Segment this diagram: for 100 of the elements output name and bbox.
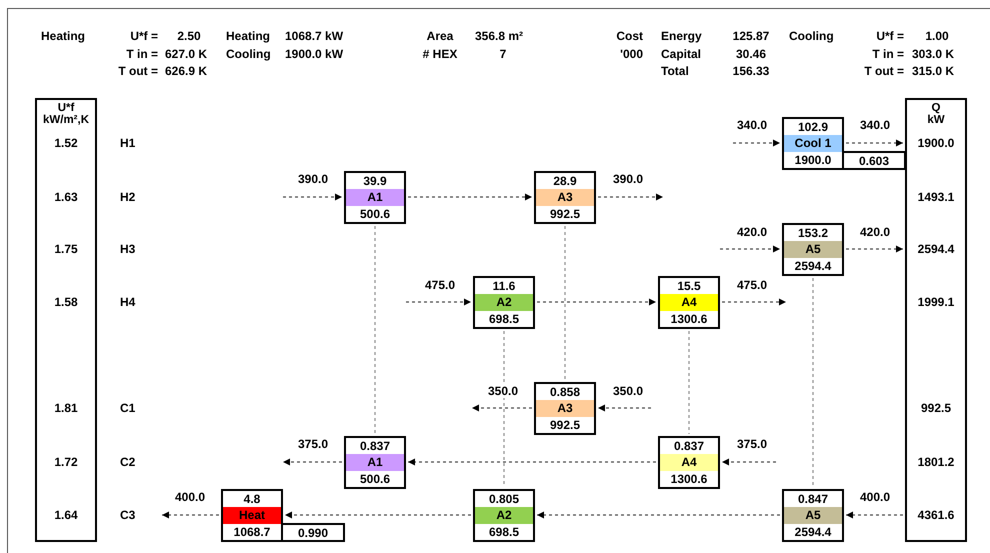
edge-label: 340.0 <box>858 118 892 132</box>
field-label: Area <box>426 29 454 43</box>
flow-arrow <box>722 298 786 306</box>
exchanger-label: Cool 1 <box>784 135 842 152</box>
area-value: 698.5 <box>488 310 520 327</box>
data-column <box>35 98 97 542</box>
duty-value: 102.9 <box>796 119 830 136</box>
field-value: 1.00 <box>925 29 949 43</box>
column-value: 2594.4 <box>918 242 954 256</box>
field-value: 627.0 K <box>165 47 208 61</box>
edge-label: 350.0 <box>612 384 644 398</box>
area-value: 1068.7 <box>232 524 272 540</box>
column-value: 1.72 <box>54 455 78 469</box>
field-label: # HEX <box>422 47 458 61</box>
column-value: 4361.6 <box>918 508 954 522</box>
stream-label: C1 <box>120 401 136 415</box>
flow-arrow <box>720 246 780 252</box>
edge-label: 390.0 <box>296 172 330 186</box>
column-value: 1801.2 <box>918 455 954 469</box>
flow-arrow <box>472 404 532 412</box>
match-line <box>374 226 376 434</box>
field-label: U*f = <box>876 29 904 43</box>
flow-arrow <box>162 512 220 518</box>
stream-label: H3 <box>120 242 136 256</box>
flow-arrow <box>846 140 904 146</box>
exchanger-label: A5 <box>784 241 842 258</box>
column-value: 1.64 <box>54 508 78 522</box>
stream-label: H1 <box>120 136 136 150</box>
duty-value: 4.8 <box>242 491 262 508</box>
column-value: 1493.1 <box>918 190 954 204</box>
flow-arrow <box>732 140 780 146</box>
duty-value: 0.847 <box>796 491 830 508</box>
field-label: Capital <box>661 47 702 61</box>
flow-arrow <box>282 194 342 200</box>
edge-label: 420.0 <box>858 225 892 239</box>
area-value: 1300.6 <box>670 310 708 327</box>
flow-arrow <box>846 512 904 518</box>
edge-label: 390.0 <box>612 172 644 186</box>
area-value: 1900.0 <box>794 152 832 168</box>
edge-label: 350.0 <box>486 384 520 398</box>
flow-arrow <box>846 246 904 252</box>
area-value: 698.5 <box>488 524 520 540</box>
exchanger-label: A3 <box>536 400 594 417</box>
match-line <box>564 226 566 380</box>
field-value: 30.46 <box>736 47 766 61</box>
exchanger-label: A2 <box>475 507 533 524</box>
stream-label: C3 <box>120 508 136 522</box>
heading-label: Cooling <box>789 29 834 43</box>
exchanger-label: A5 <box>784 507 842 524</box>
column-value: 1.58 <box>54 295 78 309</box>
column-value: 1.75 <box>54 242 78 256</box>
flow-arrow <box>536 512 780 518</box>
field-value: 7 <box>500 47 506 61</box>
field-label: T in = <box>126 47 158 61</box>
flow-arrow <box>722 458 776 466</box>
field-label: Cooling <box>226 47 271 61</box>
duty-value: 11.6 <box>492 278 516 294</box>
area-value: 500.6 <box>358 470 392 487</box>
exchanger-label: A1 <box>346 454 404 471</box>
duty-value: 0.837 <box>358 438 392 454</box>
field-label: T out = <box>864 64 904 78</box>
exchanger-label: A2 <box>475 294 533 311</box>
field-value: 315.0 K <box>912 64 954 78</box>
edge-label: 475.0 <box>424 278 456 292</box>
field-label: Cost <box>616 29 643 43</box>
field-value: 125.87 <box>732 29 770 43</box>
stream-label: C2 <box>120 455 136 469</box>
field-label: T out = <box>118 64 158 78</box>
column-value: 1999.1 <box>918 295 954 309</box>
value-cell: 0.990 <box>281 523 345 542</box>
column-value: 1.63 <box>54 190 78 204</box>
field-label: Energy <box>661 29 702 43</box>
field-value: 2.50 <box>177 29 201 43</box>
duty-value: 15.5 <box>676 278 702 294</box>
area-value: 992.5 <box>548 206 582 222</box>
edge-label: 475.0 <box>736 278 768 292</box>
match-line <box>688 330 690 434</box>
flow-arrow <box>598 404 652 412</box>
heading-label: Heating <box>41 29 86 43</box>
stream-label: H2 <box>120 190 136 204</box>
column-value: 1.81 <box>54 401 78 415</box>
field-value: 626.9 K <box>165 64 208 78</box>
duty-value: 153.2 <box>796 225 830 242</box>
duty-value: 28.9 <box>552 173 578 190</box>
duty-value: 0.837 <box>672 438 706 454</box>
flow-arrow <box>536 298 656 306</box>
edge-label: 420.0 <box>736 225 768 239</box>
field-value: 356.8 m² <box>475 29 524 43</box>
area-value: 1300.6 <box>670 470 708 487</box>
value-cell: 0.603 <box>842 151 906 170</box>
column-value: 1900.0 <box>918 136 954 150</box>
area-value: 992.5 <box>548 416 582 433</box>
field-label: Heating <box>226 29 270 43</box>
duty-value: 0.858 <box>548 384 582 400</box>
data-column <box>905 98 967 542</box>
field-value: 1068.7 kW <box>285 29 344 43</box>
exchanger-label: A3 <box>536 189 594 206</box>
stream-label: H4 <box>120 295 136 309</box>
flow-arrow <box>598 194 664 200</box>
field-value: 156.33 <box>732 64 770 78</box>
